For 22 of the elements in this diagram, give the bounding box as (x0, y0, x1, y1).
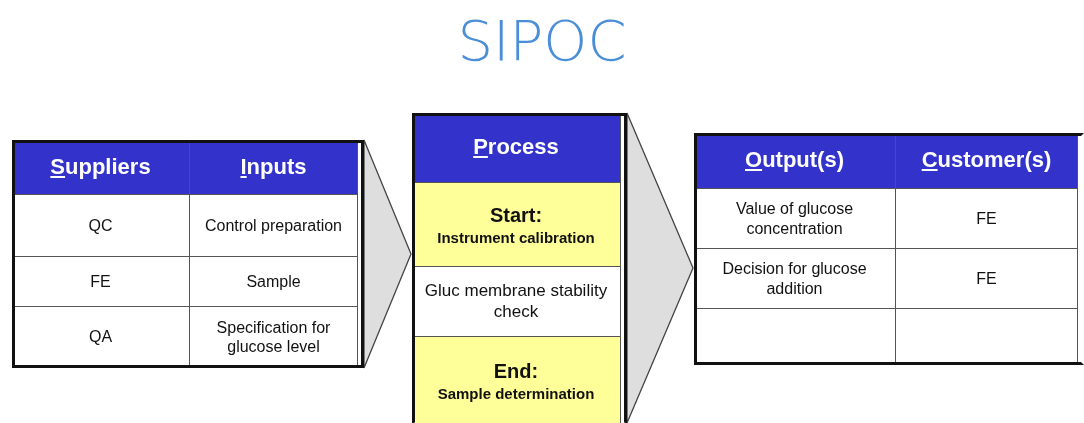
table-cell: Decision for glucose addition (694, 249, 896, 309)
table-cell: QC (12, 195, 190, 257)
table-frame (694, 133, 1084, 365)
table-cell: FE (896, 189, 1078, 249)
chevron-arrow (363, 139, 412, 369)
process-step: Start: Instrument calibration (412, 183, 621, 267)
table-cell: Control preparation (190, 195, 358, 257)
table-cell: Sample (190, 257, 358, 307)
table-header: Inputs (190, 140, 358, 195)
process-step: End: Sample determination (412, 337, 621, 423)
process-step: Gluc membrane stability check (412, 267, 621, 337)
table-cell: Value of glucose concentration (694, 189, 896, 249)
diagram-title: SIPOC (456, 8, 628, 73)
table-header: Customer(s) (896, 133, 1078, 189)
table-frame (12, 140, 364, 368)
table-cell: FE (896, 249, 1078, 309)
table-frame (412, 113, 627, 423)
chevron-arrow (626, 112, 694, 423)
table-header: Process (412, 113, 621, 183)
table-cell: FE (12, 257, 190, 307)
table-header: Output(s) (694, 133, 896, 189)
table-header: Suppliers (12, 140, 190, 195)
